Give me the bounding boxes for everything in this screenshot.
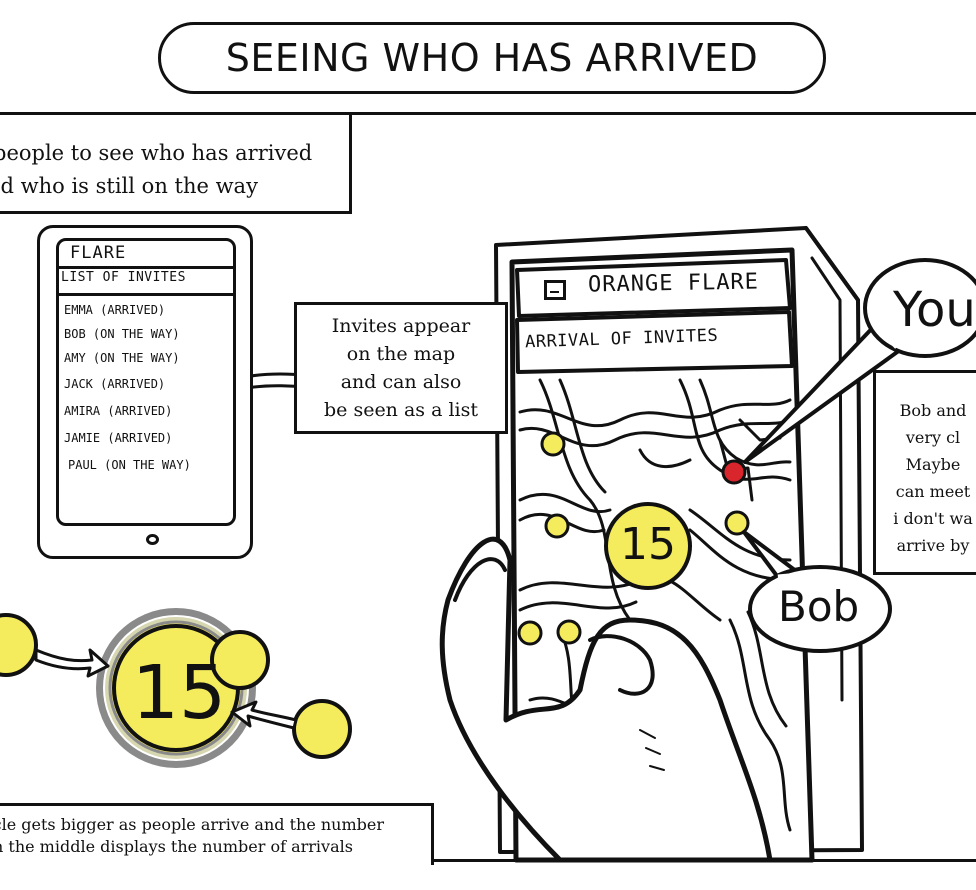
circle-caption-line: n the middle displays the number of arri… [0,837,353,856]
side-note-line: Bob and [899,401,967,420]
list-callout-box: Invites appear on the map and can also b… [294,302,508,434]
callout-line: and can also [340,371,462,393]
invite-list-item: BOB (ON THE WAY) [64,327,180,341]
map-arrivals-circle [604,502,692,590]
invite-list-item: EMMA (ARRIVED) [64,303,166,317]
side-note-box: Bob and very cl Maybe can meet i don't w… [873,370,976,575]
callout-line: on the map [346,343,456,365]
callout-line: Invites appear [331,315,471,337]
map-dot [540,431,566,457]
app-name: FLARE [70,243,127,263]
arrival-circle-demo [0,608,352,768]
circle-caption-line: rcle gets bigger as people arrive and th… [0,815,385,834]
bob-label: Bob [778,582,860,631]
comic-panel [0,112,976,862]
map-dot [556,619,582,645]
you-label: You [893,282,976,338]
invite-list-item: JAMIE (ARRIVED) [64,431,173,445]
side-note-line: very cl [905,428,961,447]
bob-speech-bubble [742,530,892,653]
invite-list-screen [56,238,236,526]
page-title-text: SEEING WHO HAS ARRIVED [225,36,759,80]
joining-dot [0,613,38,677]
side-note-line: Maybe [905,455,961,474]
circle-arrivals-count: 15 [131,650,227,736]
invite-list-header: LIST OF INVITES [61,270,186,285]
joining-dot [210,630,270,690]
map-dot [517,620,543,646]
invite-list-item: PAUL (ON THE WAY) [68,458,191,472]
joining-dot [292,699,352,759]
callout-line: be seen as a list [324,399,478,421]
invite-list-item: AMIRA (ARRIVED) [64,404,173,418]
map-dot [544,513,570,539]
page-title: SEEING WHO HAS ARRIVED [158,22,826,94]
side-note-line: arrive by [896,536,970,555]
divider [58,293,234,296]
message-icon [544,280,566,300]
intro-line: nd who is still on the way [0,174,258,198]
invite-list-item: JACK (ARRIVED) [64,377,166,391]
divider [58,266,234,269]
map-arrival-dots [517,431,750,646]
map-arrivals-count: 15 [620,519,676,570]
map-app-brand: ORANGE FLARE [587,269,760,298]
side-note-line: can meet [895,482,971,501]
invite-list-item: AMY (ON THE WAY) [64,351,180,365]
intro-caption-box: people to see who has arrived nd who is … [0,112,352,214]
side-note-line: i don't wa [893,509,973,528]
circle-caption-box: rcle gets bigger as people arrive and th… [0,803,434,865]
you-speech-bubble [743,258,976,464]
map-dot-bob [724,510,750,536]
intro-line: people to see who has arrived [0,141,313,165]
home-button [146,534,159,545]
map-dot-you [721,459,747,485]
